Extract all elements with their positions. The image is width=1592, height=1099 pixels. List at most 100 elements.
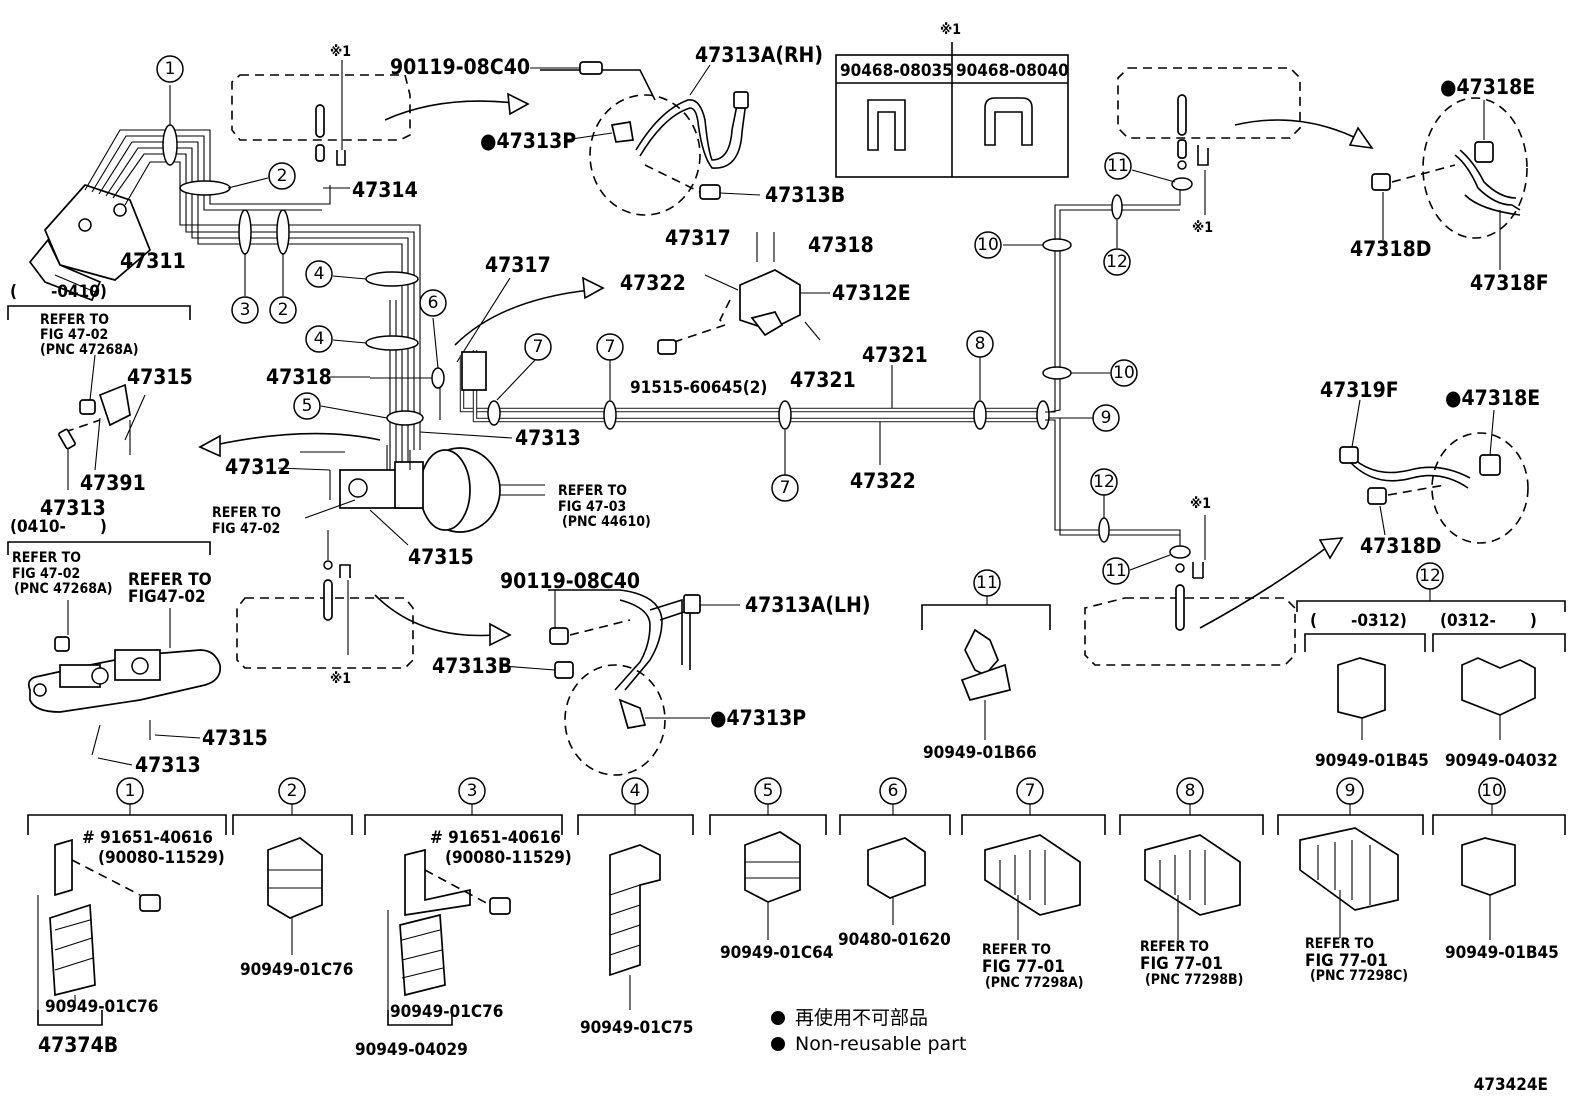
- figure-id: 473424E: [1474, 1075, 1548, 1095]
- label-47322-top: 47322: [620, 271, 686, 295]
- svg-text:9: 9: [1101, 408, 1112, 428]
- k3-asm: 90949-04029: [355, 1040, 468, 1060]
- label-47318E-top: ●47318E: [1440, 75, 1535, 99]
- svg-text:7: 7: [780, 478, 791, 498]
- range-12b: (0312- ): [1440, 611, 1537, 631]
- legend-jp: 再使用不可部品: [795, 1007, 928, 1029]
- left-detail-0410: ( -0410) REFER TO FIG 47-02 (PNC 47268A): [7, 282, 191, 490]
- label-90949-01B45-a: 90949-01B45: [1315, 751, 1429, 771]
- label-47315-mid: 47315: [408, 545, 474, 569]
- k2: 90949-01C76: [240, 960, 353, 980]
- label-47318D-top: 47318D: [1350, 237, 1431, 261]
- label-90949-04032: 90949-04032: [1445, 751, 1558, 771]
- label-47321-a: 47321: [790, 368, 856, 392]
- svg-text:5: 5: [302, 396, 313, 416]
- refer-b-2: FIG 47-02: [212, 521, 280, 537]
- svg-text:3: 3: [467, 781, 478, 801]
- svg-text:※1: ※1: [330, 671, 351, 687]
- legend: 再使用不可部品 Non-reusable part: [771, 1007, 966, 1055]
- label-47321-b: 47321: [862, 343, 928, 367]
- svg-text:4: 4: [630, 781, 641, 801]
- detail-box-mid-right: ※1: [1084, 496, 1344, 666]
- refer-c-3: (PNC 44610): [562, 514, 651, 530]
- svg-text:1: 1: [125, 781, 136, 801]
- svg-text:2: 2: [287, 781, 298, 801]
- label-47318E-mid: ●47318E: [1445, 386, 1540, 410]
- label-47313B-bot: 47313B: [432, 654, 512, 678]
- svg-text:2: 2: [277, 166, 288, 186]
- svg-text:※1: ※1: [1190, 496, 1211, 512]
- svg-text:※1: ※1: [940, 22, 961, 38]
- svg-text:※1: ※1: [1192, 220, 1213, 236]
- k1-asm: 47374B: [38, 1033, 118, 1057]
- non-reusable-dot-icon: [771, 1011, 785, 1025]
- label-47313A-LH: 47313A(LH): [745, 593, 870, 617]
- refer-c-1: REFER TO: [558, 483, 627, 499]
- k9-2: FIG 77-01: [1305, 951, 1388, 971]
- label-47312E: 47312E: [832, 281, 911, 305]
- svg-text:5: 5: [763, 781, 774, 801]
- main-brake-pipe: 7 7 7 8 9: [459, 330, 1120, 502]
- detail-box-top-left: ※1: [231, 44, 530, 166]
- table-col1: 90468-08035: [840, 61, 953, 81]
- k7-1: REFER TO: [982, 942, 1051, 958]
- range-top: ( -0410): [10, 282, 107, 302]
- svg-text:REFER TO: REFER TO: [128, 570, 212, 590]
- refer-b-1: REFER TO: [212, 505, 281, 521]
- svg-text:2: 2: [278, 300, 289, 320]
- svg-text:12: 12: [1419, 566, 1441, 586]
- k9-1: REFER TO: [1305, 936, 1374, 952]
- label-47315-bot: 47315: [202, 726, 268, 750]
- svg-text:7: 7: [533, 337, 544, 357]
- range-12a: ( -0312): [1310, 611, 1407, 631]
- abs-actuator-base: [28, 238, 102, 302]
- label-47312: 47312: [225, 455, 291, 479]
- legend-en: Non-reusable part: [795, 1033, 966, 1055]
- k7-2: FIG 77-01: [982, 957, 1065, 977]
- label-47313A-RH: 47313A(RH): [695, 43, 823, 67]
- callout-1: [156, 55, 184, 83]
- refer-c-2: FIG 47-03: [558, 499, 626, 515]
- label-90119-bot: 90119-08C40: [500, 569, 640, 593]
- svg-text:REFER TO: REFER TO: [40, 312, 109, 328]
- svg-text:47317: 47317: [485, 253, 551, 277]
- label-90119-top: 90119-08C40: [390, 55, 530, 79]
- svg-text:4: 4: [314, 329, 325, 349]
- svg-text:10: 10: [1481, 781, 1503, 801]
- label-47318-top: 47318: [808, 233, 874, 257]
- non-reusable-dot-icon-2: [771, 1037, 785, 1051]
- detail-box-bottom-left: ※1: [236, 530, 740, 776]
- k1-bolt: # 91651-40616: [82, 828, 213, 848]
- svg-text:11: 11: [1105, 561, 1127, 581]
- svg-text:8: 8: [1185, 781, 1196, 801]
- k10: 90949-01B45: [1445, 943, 1559, 963]
- svg-text:6: 6: [888, 781, 899, 801]
- k3-bolt2: (90080-11529): [445, 848, 572, 868]
- label-91515: 91515-60645(2): [630, 378, 767, 398]
- k1-bolt2: (90080-11529): [98, 848, 225, 868]
- k5: 90949-01C64: [720, 943, 833, 963]
- rh-hose-group: [530, 61, 761, 216]
- svg-text:12: 12: [1106, 252, 1128, 272]
- callout-1-text: 1: [165, 59, 176, 79]
- abs-actuator-group: [28, 124, 445, 470]
- svg-text:3: 3: [240, 300, 251, 320]
- svg-text:12: 12: [1093, 472, 1115, 492]
- rear-pipe-branches: 10 10 12 11 12 11: [974, 152, 1193, 585]
- label-47318D-mid: 47318D: [1360, 534, 1441, 558]
- label-47311: 47311: [120, 249, 186, 273]
- label-47313-left: 47313: [40, 496, 106, 520]
- svg-text:FIG 47-02: FIG 47-02: [40, 327, 108, 343]
- label-47313P-top: ●47313P: [480, 129, 576, 153]
- callouts-top-left: 1 2 3 2 4 4 5 6: [156, 55, 447, 420]
- range-mid: (0410- ): [10, 517, 107, 537]
- label-47313-mid: 47313: [515, 426, 581, 450]
- k6: 90480-01620: [838, 930, 951, 950]
- k3-bolt: # 91651-40616: [430, 828, 561, 848]
- bottom-clamps-row: 1 # 91651-40616 (90080-11529) 2 3 # 9165…: [27, 777, 1566, 1026]
- svg-text:FIG47-02: FIG47-02: [128, 587, 206, 607]
- label-47313P-bot: ●47313P: [710, 706, 806, 730]
- svg-text:11: 11: [1107, 156, 1129, 176]
- svg-text:7: 7: [605, 337, 616, 357]
